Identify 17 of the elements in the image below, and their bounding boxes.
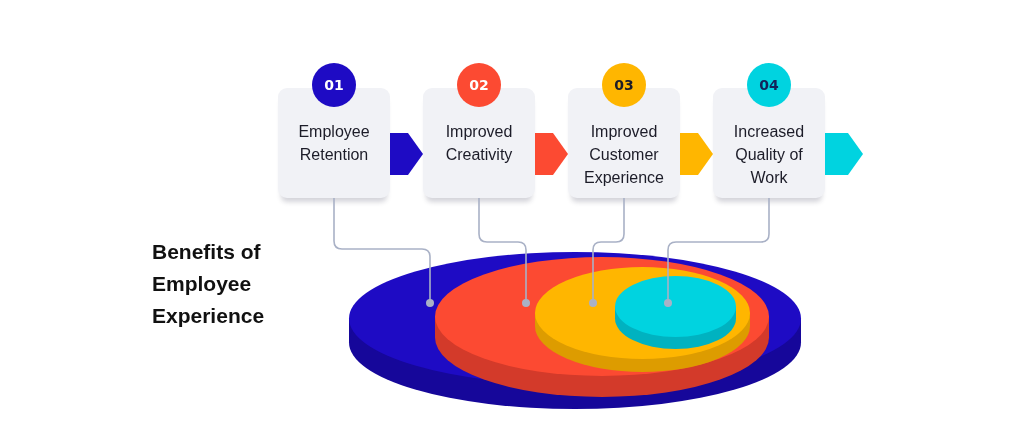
leader-line — [664, 197, 770, 307]
step-number: 02 — [457, 63, 501, 107]
benefit-label: Improved Customer Experience — [582, 122, 665, 188]
leader-line — [333, 197, 434, 307]
step-number: 03 — [602, 63, 646, 107]
benefit-label: Improved Creativity — [444, 122, 514, 165]
arrow — [825, 133, 863, 175]
diagram-title: Benefits of Employee Experience — [152, 239, 266, 329]
leader-line — [478, 197, 530, 307]
step-number: 01 — [312, 63, 356, 107]
arrow — [535, 133, 568, 175]
step-number: 04 — [747, 63, 791, 107]
benefit-label: Employee Retention — [297, 122, 371, 165]
arrow — [680, 133, 713, 175]
benefit-label: Increased Quality of Work — [732, 122, 806, 188]
leader-line — [589, 197, 625, 307]
arrow — [390, 133, 423, 175]
